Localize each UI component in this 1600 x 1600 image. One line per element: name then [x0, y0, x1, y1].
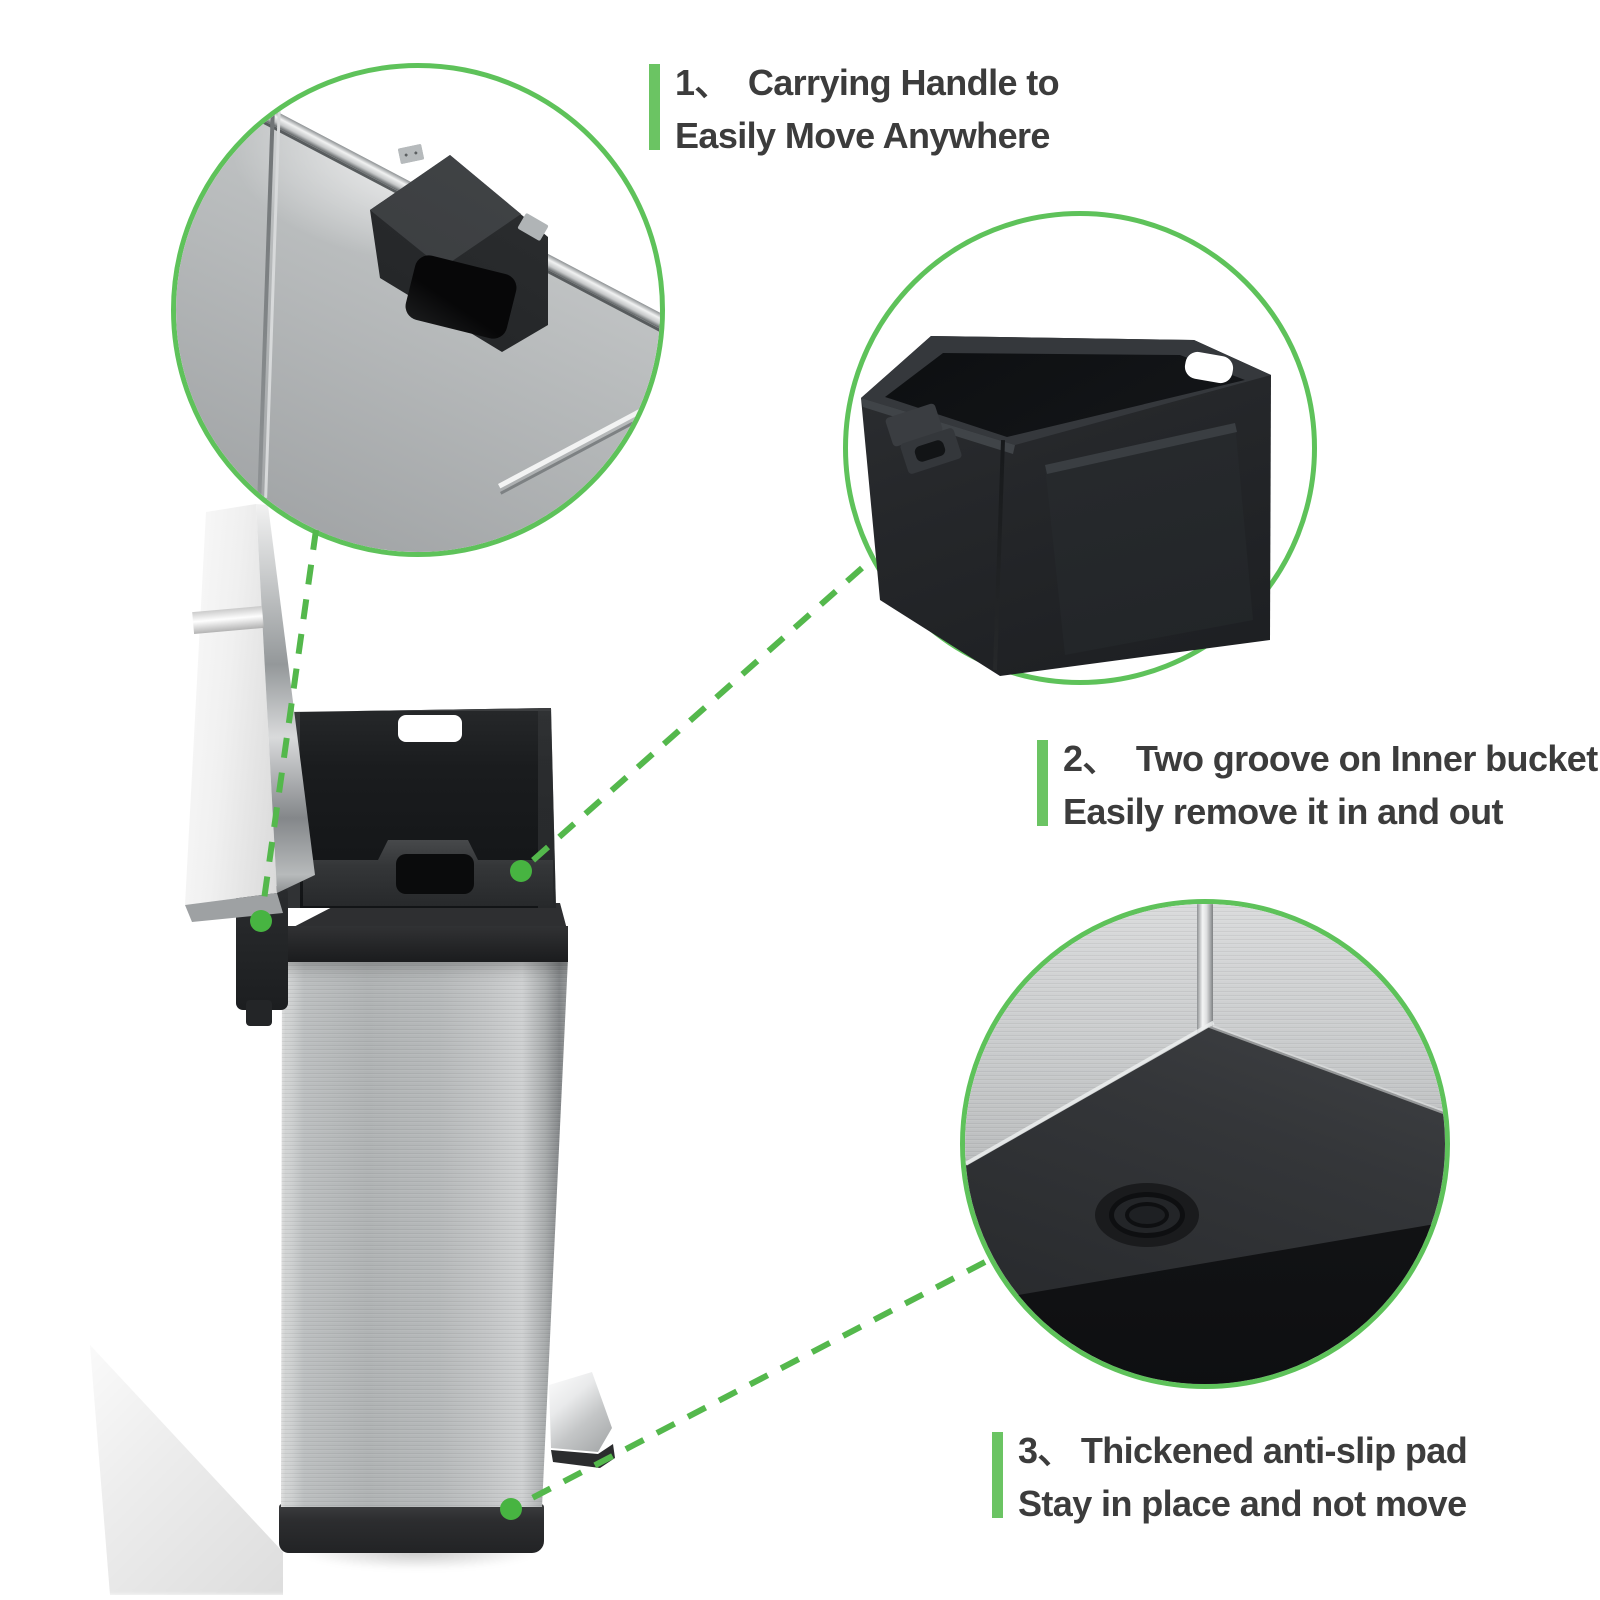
callout-carrying-handle — [171, 63, 665, 557]
inner-bucket-detail-icon — [855, 325, 1295, 685]
feature-note-3: 3、Thickened anti-slip pad Stay in place … — [992, 1424, 1468, 1530]
feature-1-number: 1、 — [675, 62, 730, 103]
feature-2-number: 2、 — [1063, 738, 1118, 779]
lid-hinge-foot — [246, 1000, 272, 1026]
feature-3-title: 3、Thickened anti-slip pad — [1018, 1430, 1468, 1471]
feature-note-1: 1、Carrying Handle to Easily Move Anywher… — [649, 56, 1060, 162]
feature-1-title: 1、Carrying Handle to — [675, 62, 1060, 103]
green-accent-bar — [992, 1432, 1003, 1518]
feature-note-2: 2、Two groove on Inner bucket Easily remo… — [1037, 732, 1598, 838]
green-accent-bar — [1037, 740, 1048, 826]
can-body-stainless — [281, 958, 568, 1507]
bucket-front-groove — [396, 854, 474, 894]
leader-line-2 — [519, 565, 864, 874]
handle-mount-tab — [397, 143, 425, 165]
can-rim-band — [282, 926, 568, 962]
feature-3-subtitle: Stay in place and not move — [1018, 1483, 1467, 1524]
step-pedal — [549, 1372, 612, 1452]
can-corner-edge — [1197, 904, 1213, 1039]
green-accent-bar — [649, 64, 660, 150]
feature-3-number: 3、 — [1018, 1430, 1073, 1471]
feature-2-title: 2、Two groove on Inner bucket — [1063, 738, 1598, 779]
feature-1-subtitle: Easily Move Anywhere — [675, 115, 1050, 156]
feature-2-subtitle: Easily remove it in and out — [1063, 791, 1504, 832]
bucket-handle-cutout — [398, 715, 462, 742]
callout-anti-slip-pad — [960, 899, 1450, 1389]
can-base — [279, 1504, 544, 1553]
callout-inner-bucket-ring — [843, 211, 1317, 685]
anti-slip-pad-center — [1125, 1202, 1169, 1228]
